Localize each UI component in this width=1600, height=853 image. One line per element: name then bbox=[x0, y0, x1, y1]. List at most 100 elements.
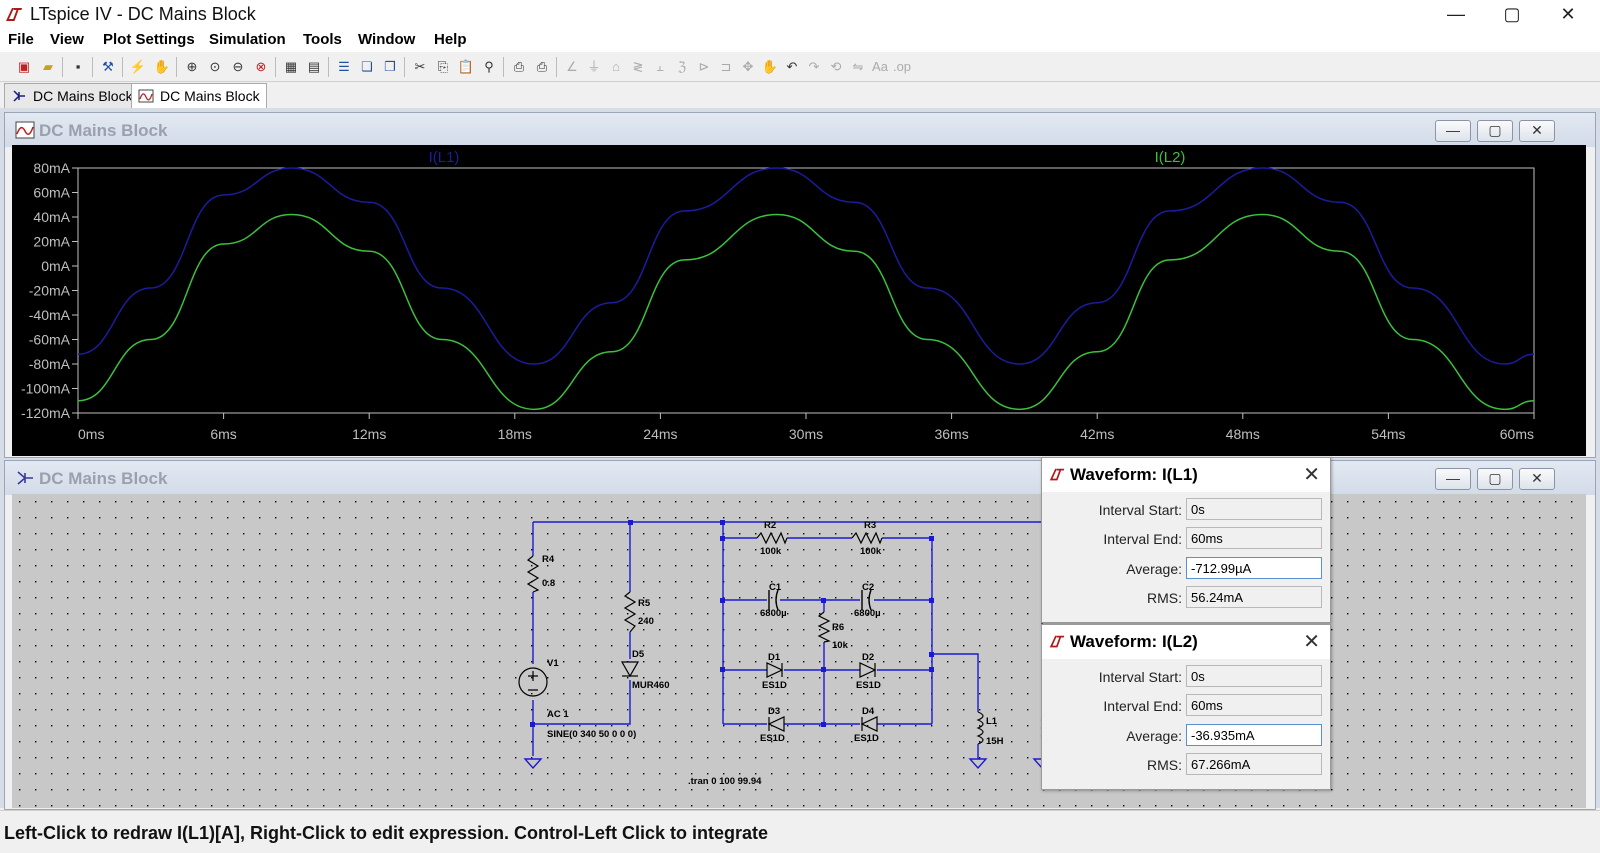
run-icon[interactable]: ⚡ bbox=[129, 59, 147, 74]
text-icon[interactable]: Aa bbox=[872, 59, 888, 74]
tab-waveform[interactable]: DC Mains Block bbox=[131, 83, 267, 108]
redo-icon[interactable]: ↷ bbox=[808, 59, 820, 74]
undo-icon[interactable]: ↶ bbox=[786, 59, 798, 74]
dialog-l2-close-icon[interactable]: ✕ bbox=[1303, 631, 1320, 653]
interval-start-field[interactable]: 0s bbox=[1186, 665, 1322, 687]
x-tick-label: 42ms bbox=[1080, 426, 1114, 442]
new-schematic-icon[interactable]: ▣ bbox=[17, 59, 31, 74]
diode-symbols bbox=[620, 661, 878, 732]
interval-end-label: Interval End: bbox=[1103, 531, 1182, 547]
dialog-l1-row-start: Interval Start: 0s bbox=[1042, 498, 1330, 522]
average-field[interactable]: -36.935mA bbox=[1186, 724, 1322, 746]
tile-vertical-icon[interactable]: ❐ bbox=[384, 59, 396, 74]
menu-help[interactable]: Help bbox=[434, 31, 467, 48]
y-tick-label: -100mA bbox=[21, 381, 71, 397]
open-icon[interactable]: ▰ bbox=[43, 59, 53, 74]
plot-frame bbox=[77, 167, 1535, 414]
ltspice-logo-icon bbox=[1049, 635, 1065, 648]
close-button[interactable]: ✕ bbox=[1560, 4, 1576, 24]
cascade-icon[interactable]: ❏ bbox=[361, 59, 373, 74]
waveform-dialog-l2: Waveform: I(L2) ✕ Interval Start: 0s Int… bbox=[1041, 624, 1331, 790]
diode-icon[interactable]: ⊳ bbox=[698, 59, 710, 74]
dialog-l2-row-average: Average: -36.935mA bbox=[1042, 724, 1330, 748]
schematic-window-icon bbox=[17, 471, 33, 485]
interval-start-field[interactable]: 0s bbox=[1186, 498, 1322, 520]
tran-directive[interactable]: .tran 0 100 99.94 bbox=[688, 776, 762, 787]
x-tick-label: 6ms bbox=[210, 426, 236, 442]
tab-schematic[interactable]: DC Mains Block bbox=[4, 83, 140, 108]
dialog-l2-row-end: Interval End: 60ms bbox=[1042, 694, 1330, 718]
plot-settings-icon[interactable]: ▤ bbox=[307, 59, 321, 74]
interval-end-field[interactable]: 60ms bbox=[1186, 527, 1322, 549]
schematic-minimize-button[interactable]: — bbox=[1435, 468, 1471, 490]
mirror-icon[interactable]: ⇋ bbox=[852, 59, 864, 74]
menu-simulation[interactable]: Simulation bbox=[209, 31, 286, 48]
menu-file[interactable]: File bbox=[8, 31, 34, 48]
rms-field[interactable]: 56.24mA bbox=[1186, 586, 1322, 608]
ground-icon[interactable]: ⏚ bbox=[587, 59, 601, 74]
restore-button[interactable]: ▢ bbox=[1503, 4, 1521, 24]
print-preview-icon[interactable]: ⎙ bbox=[513, 59, 525, 74]
save-icon[interactable]: ▪ bbox=[75, 59, 81, 74]
series-il2-line[interactable] bbox=[77, 213, 1535, 411]
cut-icon[interactable]: ✂ bbox=[414, 59, 426, 74]
resistor-icon[interactable]: ≷ bbox=[632, 59, 644, 74]
series-il1-line[interactable] bbox=[77, 167, 1535, 365]
schematic-pane[interactable]: R4 0.8 R5 240 D5 MUR460 V1 AC 1 SINE(0 3… bbox=[12, 494, 1586, 808]
schematic-window-titlebar: DC Mains Block — ▢ ✕ bbox=[5, 461, 1595, 495]
zoom-out-icon[interactable]: ⊖ bbox=[232, 59, 244, 74]
average-field[interactable]: -712.99µA bbox=[1186, 557, 1322, 579]
zoom-fit-icon[interactable]: ⊗ bbox=[255, 59, 267, 74]
zoom-pan-icon[interactable]: ⊙ bbox=[209, 59, 221, 74]
rms-field[interactable]: 67.266mA bbox=[1186, 753, 1322, 775]
wire-icon[interactable]: ∠ bbox=[566, 59, 578, 74]
x-tick-label: 18ms bbox=[498, 426, 532, 442]
y-tick-label: 60mA bbox=[33, 185, 70, 201]
menu-plot-settings[interactable]: Plot Settings bbox=[103, 31, 195, 48]
dialog-l2-title: Waveform: I(L2) bbox=[1070, 632, 1198, 651]
paste-icon[interactable]: 📋 bbox=[457, 59, 475, 74]
x-tick-label: 54ms bbox=[1371, 426, 1405, 442]
tile-horizontal-icon[interactable]: ☰ bbox=[338, 59, 350, 74]
rms-label: RMS: bbox=[1147, 757, 1182, 773]
ltspice-logo-icon bbox=[1049, 468, 1065, 481]
plot-maximize-button[interactable]: ▢ bbox=[1477, 120, 1513, 142]
spice-directive-icon[interactable]: .op bbox=[892, 59, 912, 74]
schematic-maximize-button[interactable]: ▢ bbox=[1477, 468, 1513, 490]
dialog-l2-row-rms: RMS: 67.266mA bbox=[1042, 753, 1330, 777]
copy-icon[interactable]: ⎘ bbox=[437, 59, 449, 74]
drag-icon[interactable]: ✋ bbox=[761, 59, 779, 74]
document-tabs: DC Mains Block DC Mains Block bbox=[0, 82, 1600, 108]
d1-value: ES1D bbox=[762, 680, 787, 691]
menu-tools[interactable]: Tools bbox=[303, 31, 342, 48]
halt-icon[interactable]: ✋ bbox=[153, 59, 171, 74]
d3-label: D3 bbox=[768, 706, 780, 717]
capacitor-icon[interactable]: ⫠ bbox=[656, 59, 664, 74]
rotate-icon[interactable]: ⟲ bbox=[830, 59, 842, 74]
zoom-in-icon[interactable]: ⊕ bbox=[186, 59, 198, 74]
schematic-close-button[interactable]: ✕ bbox=[1519, 468, 1555, 490]
move-icon[interactable]: ✥ bbox=[742, 59, 754, 74]
label-net-icon[interactable]: ⌂ bbox=[612, 59, 620, 74]
dialog-l1-row-average: Average: -712.99µA bbox=[1042, 557, 1330, 581]
print-icon[interactable]: ⎙ bbox=[536, 59, 548, 74]
trace-label-il2[interactable]: I(L2) bbox=[1155, 149, 1186, 166]
minimize-button[interactable]: — bbox=[1447, 4, 1465, 24]
control-panel-icon[interactable]: ⚒ bbox=[102, 59, 114, 74]
trace-label-il1[interactable]: I(L1) bbox=[429, 149, 460, 166]
inductor-icon[interactable]: ℨ bbox=[677, 59, 686, 74]
x-tick-label: 12ms bbox=[352, 426, 386, 442]
d5-label: D5 bbox=[632, 649, 645, 660]
component-icon[interactable]: ⊐ bbox=[720, 59, 732, 74]
interval-end-field[interactable]: 60ms bbox=[1186, 694, 1322, 716]
plot-minimize-button[interactable]: — bbox=[1435, 120, 1471, 142]
dialog-l1-close-icon[interactable]: ✕ bbox=[1303, 464, 1320, 486]
menu-view[interactable]: View bbox=[50, 31, 84, 48]
schematic-canvas[interactable]: R4 0.8 R5 240 D5 MUR460 V1 AC 1 SINE(0 3… bbox=[12, 494, 1586, 808]
menu-window[interactable]: Window bbox=[358, 31, 416, 48]
plot-close-button[interactable]: ✕ bbox=[1519, 120, 1555, 142]
autorange-icon[interactable]: ▦ bbox=[284, 59, 298, 74]
find-icon[interactable]: ⚲ bbox=[484, 59, 494, 74]
